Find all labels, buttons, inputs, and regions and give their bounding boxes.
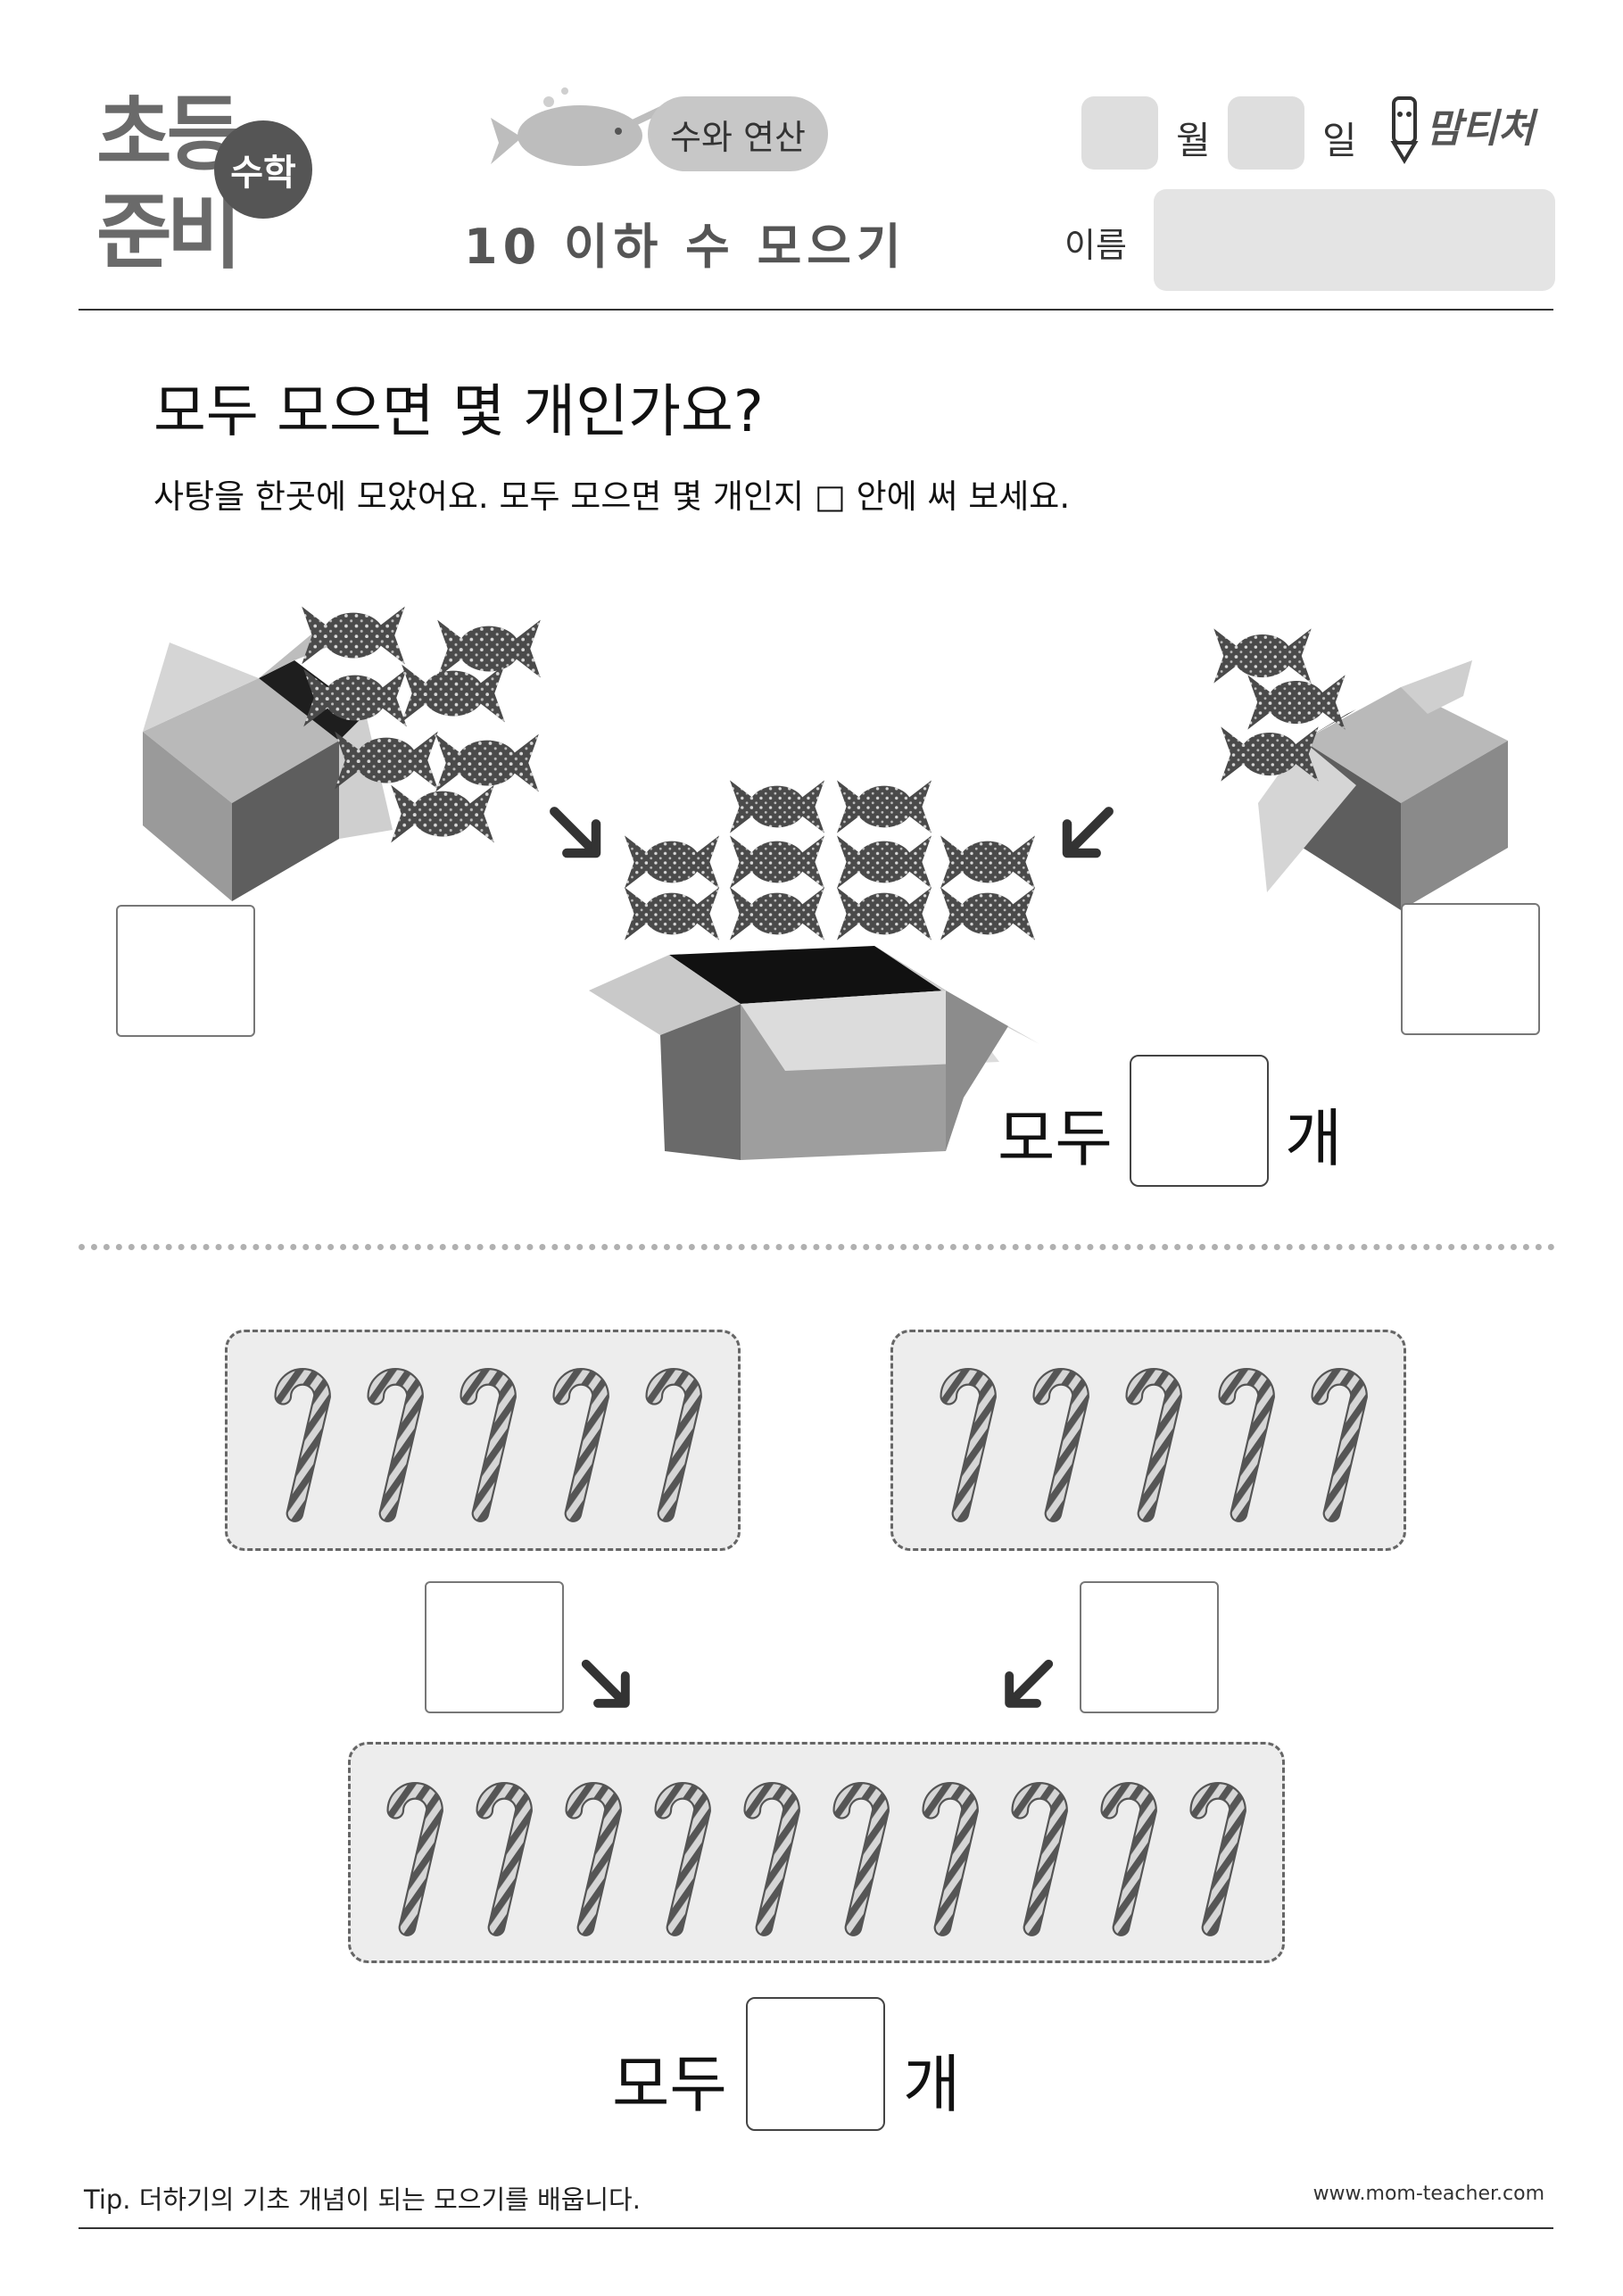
whale-icon: [491, 87, 665, 166]
candy-icon: [837, 776, 932, 837]
candy-cane-icon: [929, 1357, 1004, 1523]
brand-logo: 맘티처: [1426, 106, 1535, 152]
candy-cane-icon: [1114, 1357, 1189, 1523]
candy-cane-icon: [554, 1771, 629, 1937]
candy-cane-icon: [356, 1357, 431, 1523]
arrow-down-right-icon: [578, 1656, 637, 1715]
total-answer-box[interactable]: [1130, 1055, 1269, 1187]
center-gift-box: [589, 946, 1039, 1160]
candy-cane-icon: [643, 1771, 718, 1937]
header-divider: [79, 309, 1553, 311]
arrow-down-left-icon: [1055, 803, 1117, 866]
candy-cane-icon: [1300, 1357, 1375, 1523]
candy-icon: [402, 660, 505, 726]
name-input[interactable]: [1154, 189, 1555, 291]
candy-cane-icon: [263, 1357, 338, 1523]
section-divider: [79, 1244, 1555, 1250]
name-label: 이름: [1064, 226, 1127, 265]
candy-icon: [940, 883, 1035, 944]
candy-cane-icon: [542, 1357, 617, 1523]
candy-cane-icon: [634, 1357, 709, 1523]
candy-cane-icon: [449, 1357, 524, 1523]
candy-cane-icon: [733, 1771, 807, 1937]
pencil-icon: [1390, 96, 1419, 164]
day-input[interactable]: [1228, 96, 1304, 170]
candy-cane-icon: [1179, 1771, 1254, 1937]
question-title: 모두 모으면 몇 개인가요?: [153, 379, 764, 445]
candy-icon: [730, 883, 824, 944]
total-suffix-2: 개: [903, 2048, 961, 2121]
right-candy-cane-panel: [890, 1330, 1406, 1551]
combined-candy-cane-panel: [348, 1742, 1285, 1963]
footer-url[interactable]: www.mom-teacher.com: [1312, 2183, 1544, 2205]
footer-tip: Tip. 더하기의 기초 개념이 되는 모으기를 배웁니다.: [84, 2184, 641, 2215]
candy-cane-icon: [822, 1771, 897, 1937]
candy-icon: [302, 602, 405, 668]
footer-divider: [79, 2227, 1553, 2229]
candy-cane-icon: [1022, 1357, 1097, 1523]
total-prefix: 모두: [998, 1102, 1113, 1175]
worksheet-subtitle: 10 이하 수 모으기: [464, 219, 907, 275]
right-count-answer-box-2[interactable]: [1080, 1581, 1219, 1713]
candy-cane-icon: [376, 1771, 451, 1937]
month-input[interactable]: [1081, 96, 1158, 170]
total-prefix-2: 모두: [612, 2048, 727, 2121]
topic-pill: 수와 연산: [648, 96, 828, 171]
total-answer-box-2[interactable]: [746, 1997, 885, 2131]
candy-icon: [1221, 723, 1319, 785]
candy-icon: [391, 781, 494, 847]
candy-cane-icon: [465, 1771, 540, 1937]
logo-line2: 준비: [96, 185, 242, 280]
candy-icon: [625, 883, 719, 944]
question-instruction: 사탕을 한곳에 모았어요. 모두 모으면 몇 개인지 □ 안에 써 보세요.: [153, 477, 1071, 516]
left-candy-cane-panel: [225, 1330, 741, 1551]
logo-badge: 수학: [214, 120, 312, 219]
candy-cane-icon: [1000, 1771, 1075, 1937]
arrow-down-left-icon: [998, 1656, 1056, 1715]
left-gift-box: [143, 634, 393, 901]
day-label: 일: [1322, 119, 1357, 162]
right-count-answer-box[interactable]: [1401, 903, 1540, 1035]
left-count-answer-box-2[interactable]: [425, 1581, 564, 1713]
candy-cane-icon: [1089, 1771, 1164, 1937]
arrow-down-right-icon: [546, 803, 609, 866]
candy-cane-icon: [1207, 1357, 1282, 1523]
left-count-answer-box[interactable]: [116, 905, 255, 1037]
series-logo: 초등 준비 수학: [89, 85, 321, 299]
candy-cane-icon: [911, 1771, 986, 1937]
month-label: 월: [1176, 119, 1211, 162]
candy-icon: [837, 883, 932, 944]
candy-icon: [303, 665, 407, 731]
right-gift-box: [1258, 660, 1508, 910]
candy-icon: [730, 776, 824, 837]
total-suffix: 개: [1285, 1102, 1343, 1175]
